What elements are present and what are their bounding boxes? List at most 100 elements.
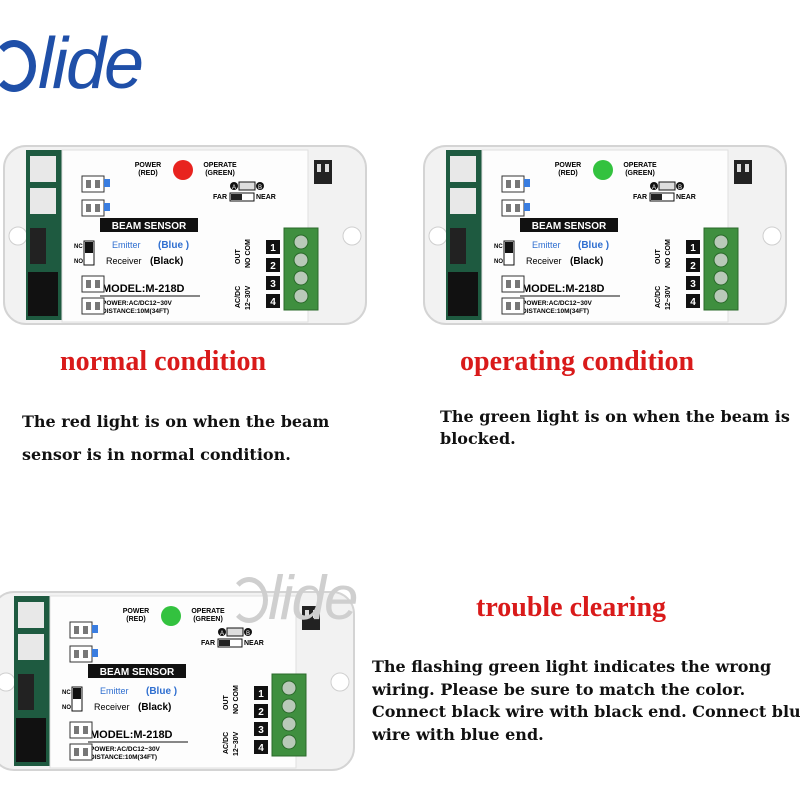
terminal-screw	[281, 698, 297, 714]
description-operating: The green light is on when the beam is b…	[440, 406, 800, 449]
terminal-number: 2	[690, 261, 696, 272]
power-spec: POWER:AC/DC12~30V	[522, 300, 593, 307]
receiver-label: Receiver	[106, 256, 142, 266]
description-line: sensor is in normal condition.	[22, 444, 291, 464]
svg-text:A: A	[220, 631, 224, 637]
power-color-label: (RED)	[138, 170, 157, 177]
description-line: The green light is on when the beam is	[440, 407, 790, 426]
out-label: OUT	[235, 249, 242, 265]
acdc-label: AC/DC	[235, 286, 242, 308]
receiver-color: (Black)	[150, 256, 183, 267]
terminal-numbers: 1 2 3 4	[686, 240, 700, 308]
distance-spec: DISTANCE:10M(34FT)	[102, 308, 169, 315]
logo-o-ring	[0, 40, 36, 92]
pcb-connector-bottom	[448, 272, 478, 316]
switch-a-mark	[218, 628, 226, 636]
pcb-chip	[30, 228, 46, 264]
title-bar	[88, 664, 186, 678]
no-label: NO	[494, 259, 503, 265]
beam-sensor-device: POWER (RED) OPERATE (GREEN) A B FAR NEAR…	[3, 145, 367, 325]
terminal-screw	[713, 288, 729, 304]
pcb-connector-2	[450, 188, 476, 214]
device-panel-operating: POWER (RED) OPERATE (GREEN) A B FAR NEAR…	[420, 136, 790, 336]
pcb-connector-top	[450, 156, 476, 182]
device-title: BEAM SENSOR	[112, 221, 187, 232]
mount-hole-right	[762, 226, 782, 246]
terminal-screw	[713, 234, 729, 250]
switch-b-mark	[256, 182, 264, 190]
terminal-number: 4	[690, 297, 696, 308]
pcb-connector-top	[18, 602, 44, 628]
emitter-label: Emitter	[532, 240, 561, 250]
nc-label: NC	[74, 244, 83, 250]
range-switch	[238, 181, 256, 191]
receiver-color: (Black)	[138, 702, 171, 713]
model-label: MODEL:M-218D	[522, 283, 605, 295]
status-led	[173, 160, 193, 180]
distance-spec: DISTANCE:10M(34FT)	[90, 754, 157, 761]
acdc-label: AC/DC	[223, 732, 230, 754]
out-label: OUT	[655, 249, 662, 265]
emitter-color: (Blue )	[158, 240, 189, 251]
power-label: POWER	[123, 608, 149, 615]
near-label: NEAR	[256, 194, 276, 201]
svg-text:B: B	[258, 185, 262, 191]
logo-text: lide	[38, 24, 144, 104]
pcb-connector-2	[30, 188, 56, 214]
receiver-color: (Black)	[570, 256, 603, 267]
receiver-label: Receiver	[526, 256, 562, 266]
svg-text:A: A	[652, 185, 656, 191]
svg-text:A: A	[232, 185, 236, 191]
heading-normal: normal condition	[60, 346, 267, 377]
terminal-numbers: 1 2 3 4	[254, 686, 268, 754]
dip-switch	[734, 160, 752, 184]
switch-a-mark	[650, 182, 658, 190]
title-bar	[520, 218, 618, 232]
terminal-number: 1	[258, 689, 264, 700]
model-label: MODEL:M-218D	[102, 283, 185, 295]
watermark-text: lide	[268, 564, 359, 633]
title-bar	[100, 218, 198, 232]
heading-trouble: trouble clearing	[476, 592, 667, 623]
terminal-number: 2	[270, 261, 276, 272]
power-color-label: (RED)	[126, 616, 145, 623]
volt-label: 12~30V	[665, 285, 672, 310]
mount-hole-left	[8, 226, 28, 246]
far-label: FAR	[201, 640, 215, 647]
far-label: FAR	[213, 194, 227, 201]
nc-label: NC	[62, 690, 71, 696]
emitter-connector-2	[81, 199, 105, 217]
acdc-label: AC/DC	[655, 286, 662, 308]
receiver-connector-2	[81, 297, 105, 315]
beam-sensor-device: POWER (RED) OPERATE (GREEN) A B FAR NEAR…	[423, 145, 787, 325]
range-switch	[658, 181, 676, 191]
power-label: POWER	[555, 162, 581, 169]
terminal-screw	[293, 288, 309, 304]
terminal-number: 2	[258, 707, 264, 718]
pcb-chip	[450, 228, 466, 264]
model-label: MODEL:M-218D	[90, 729, 173, 741]
operate-label: OPERATE	[191, 608, 225, 615]
distance-spec: DISTANCE:10M(34FT)	[522, 308, 589, 315]
terminal-screw	[713, 270, 729, 286]
status-led	[161, 606, 181, 626]
power-spec: POWER:AC/DC12~30V	[102, 300, 173, 307]
mount-hole-right	[342, 226, 362, 246]
terminal-screw	[281, 680, 297, 696]
mount-hole-left	[428, 226, 448, 246]
nocom-label: NO COM	[665, 239, 672, 268]
terminal-screw	[293, 252, 309, 268]
terminal-number: 3	[690, 279, 696, 290]
device-title: BEAM SENSOR	[532, 221, 607, 232]
terminal-screw	[293, 270, 309, 286]
operate-label: OPERATE	[203, 162, 237, 169]
terminal-number: 4	[270, 297, 276, 308]
switch-b-mark	[676, 182, 684, 190]
far-label: FAR	[633, 194, 647, 201]
status-led	[593, 160, 613, 180]
description-trouble: The flashing green light indicates the w…	[372, 656, 800, 747]
terminal-screw	[281, 734, 297, 750]
switch-b-mark	[244, 628, 252, 636]
device-panel-trouble: POWER (RED) OPERATE (GREEN) A B FAR NEAR…	[0, 582, 358, 782]
terminal-number: 1	[270, 243, 276, 254]
